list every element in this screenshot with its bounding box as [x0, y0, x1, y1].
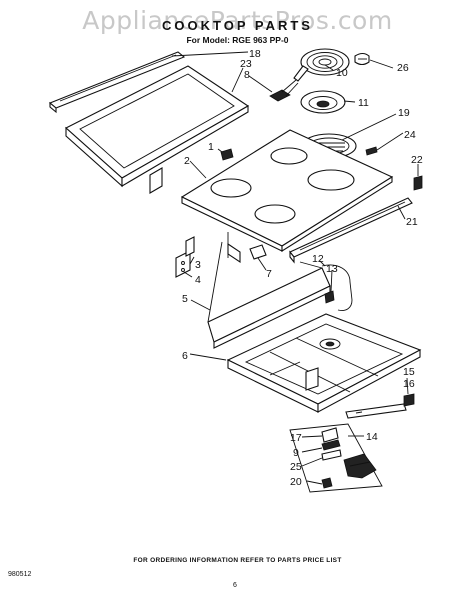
callout-19: 19	[398, 107, 410, 119]
part-21-side-rail	[289, 197, 413, 264]
part-12-tube	[321, 264, 353, 311]
part-11-drip-bowl	[300, 90, 346, 114]
callout-18: 18	[249, 48, 261, 60]
callout-9: 9	[293, 447, 299, 459]
ordering-note: FOR ORDERING INFORMATION REFER TO PARTS …	[133, 557, 342, 564]
watermark: AppliancePartsPros.com	[82, 6, 393, 35]
callout-15: 15	[403, 366, 415, 378]
callout-23: 23	[240, 58, 252, 70]
callout-10: 10	[336, 67, 348, 79]
callout-6: 6	[182, 350, 188, 362]
callout-4: 4	[195, 274, 201, 286]
callout-labels: 18 23 8 10 26 11 19 1 24 2 22 21 3 4 7 1…	[182, 48, 423, 488]
part-3-4-bracket	[175, 236, 195, 278]
part-26-receptacle	[354, 52, 370, 66]
part-24-clip	[365, 146, 378, 156]
part-8-terminal-block	[269, 79, 299, 102]
part-10-surface-element	[293, 48, 350, 82]
callout-24: 24	[404, 129, 416, 141]
part-22-bracket	[413, 175, 423, 191]
page-number: 6	[233, 582, 237, 589]
diagram-title: COOKTOP PARTS	[162, 18, 313, 33]
callout-21: 21	[406, 216, 418, 228]
callout-17: 17	[290, 432, 302, 444]
part-2-cooktop	[180, 129, 394, 264]
callout-13: 13	[326, 263, 338, 275]
callout-3: 3	[195, 259, 201, 271]
callout-26: 26	[397, 62, 409, 74]
callout-8: 8	[244, 69, 250, 81]
callout-14: 14	[366, 431, 378, 443]
callout-11: 11	[358, 97, 369, 109]
callout-22: 22	[411, 154, 423, 166]
part-18-trim-strip	[48, 51, 186, 114]
callout-25: 25	[290, 461, 302, 473]
part-15-16-lever	[345, 393, 415, 419]
part-1-clip	[220, 148, 234, 161]
part-13-fitting	[324, 290, 335, 304]
callout-20: 20	[290, 476, 302, 488]
model-line: For Model: RGE 963 PP-0	[186, 35, 289, 45]
leader-lines	[171, 51, 419, 485]
part-6-burner-box	[226, 313, 422, 413]
part-14-switch-assembly	[289, 423, 383, 493]
callout-5: 5	[182, 293, 188, 305]
callout-16: 16	[403, 378, 415, 390]
callout-12: 12	[312, 253, 324, 265]
callout-7: 7	[266, 268, 272, 280]
part-23-gasket-frame	[65, 65, 250, 194]
document-code: 980512	[8, 571, 32, 578]
callout-2: 2	[184, 155, 190, 167]
part-7-retainer	[249, 244, 267, 260]
callout-1: 1	[208, 141, 214, 153]
